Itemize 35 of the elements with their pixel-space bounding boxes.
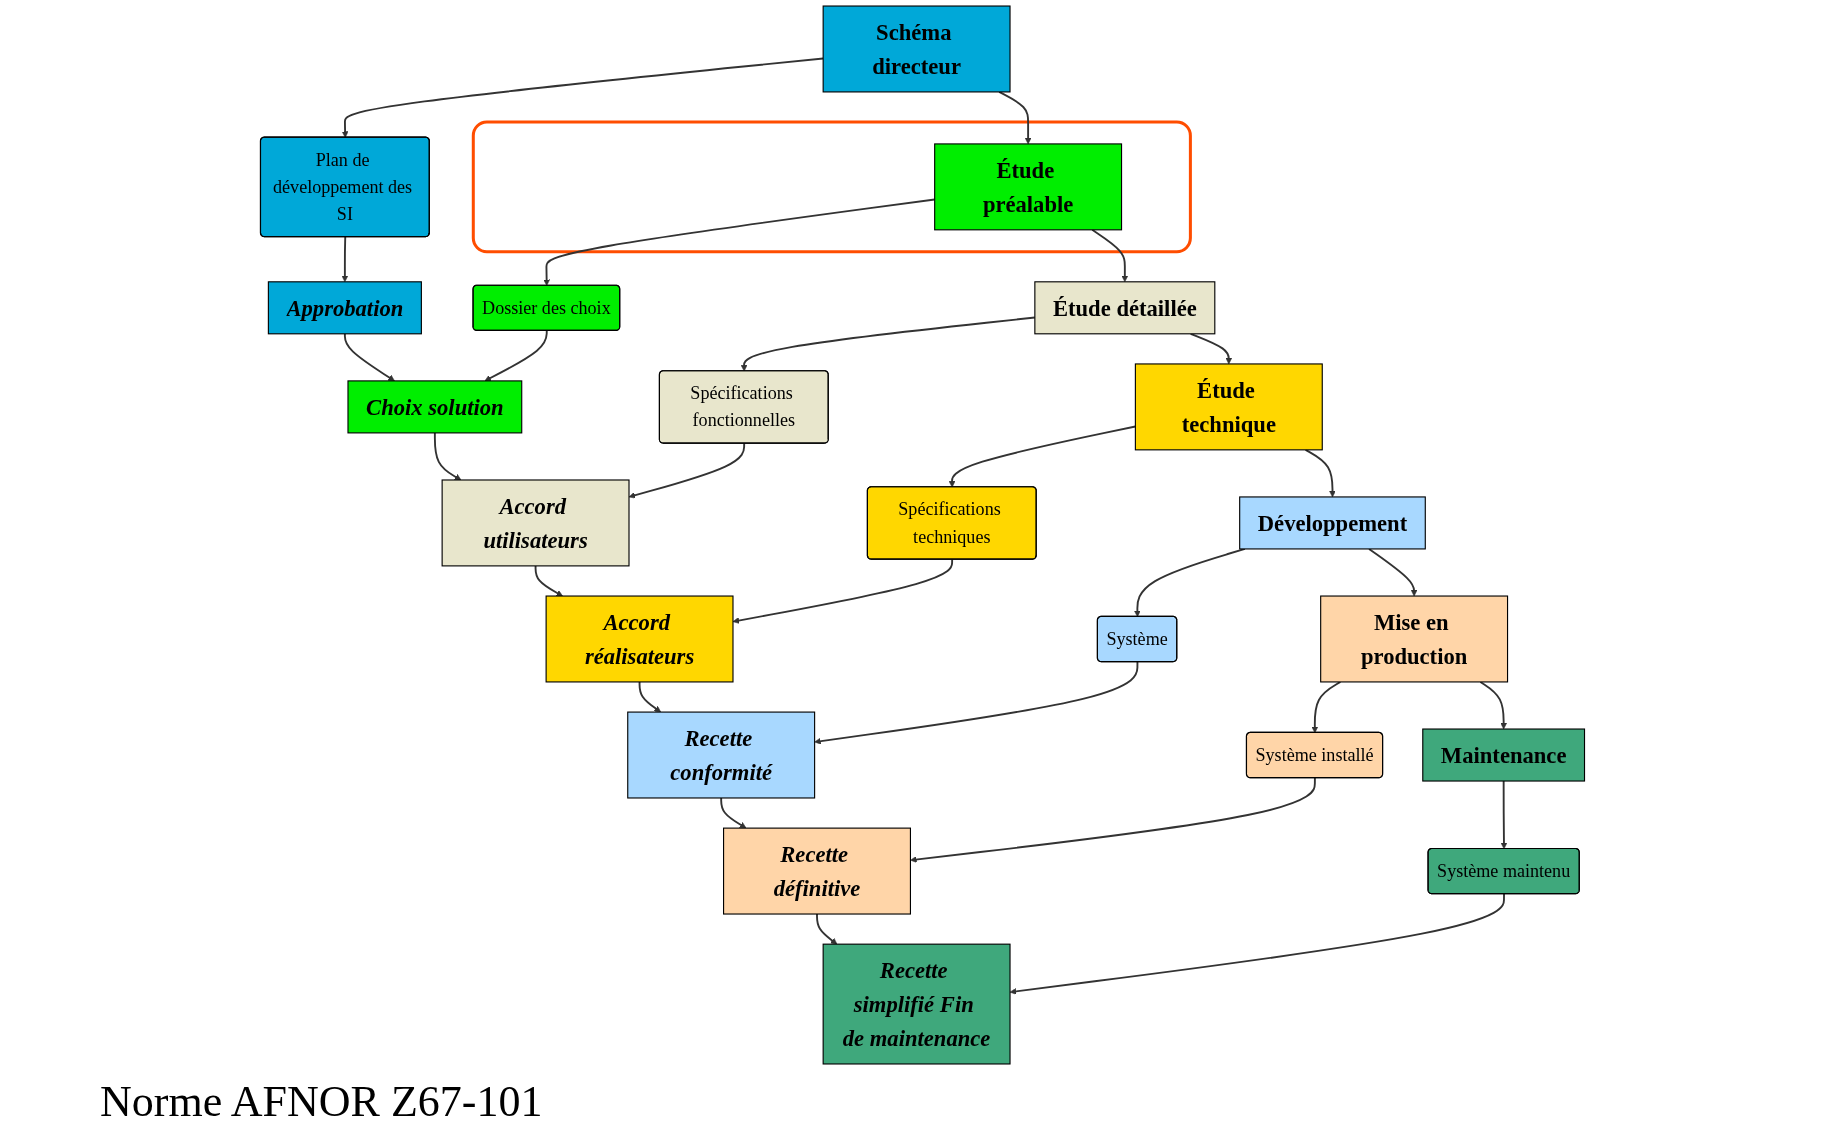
arrow <box>1189 332 1233 365</box>
arrow <box>720 797 747 829</box>
arrow <box>433 431 462 481</box>
arrow <box>814 661 1139 745</box>
node-box: Recette définitive <box>723 827 911 915</box>
arrow <box>1134 548 1246 618</box>
arrow <box>998 91 1032 145</box>
arrow <box>484 329 548 382</box>
standard-note: Norme AFNOR Z67-101 <box>100 1076 543 1127</box>
node-box: Choix solution <box>347 380 523 434</box>
node-box: Mise en production <box>1320 595 1509 683</box>
node-box: Recette simplifié Fin de maintenance <box>822 943 1011 1065</box>
arrow <box>732 558 954 624</box>
node-box: Développement <box>1239 496 1426 550</box>
arrow <box>1368 548 1418 597</box>
arrow <box>343 332 395 382</box>
node-box: Recette conformité <box>627 711 816 799</box>
node-box: Étude détaillée <box>1034 281 1216 335</box>
arrow <box>1479 681 1507 730</box>
arrow <box>534 564 563 597</box>
cluster <box>471 120 1192 254</box>
arrow <box>910 777 1316 863</box>
node-box: Étude technique <box>1134 363 1323 451</box>
arrow <box>1091 228 1129 283</box>
node-box: Accord utilisateurs <box>441 479 630 567</box>
arrow <box>341 236 349 283</box>
node-box: Étude préalable <box>934 143 1123 231</box>
node-box: Maintenance <box>1422 728 1586 782</box>
arrow <box>1304 448 1336 498</box>
arrow <box>816 913 838 945</box>
arrow <box>638 681 662 713</box>
arrow <box>1500 780 1508 850</box>
node-box: Schéma directeur <box>822 5 1011 93</box>
node-box: Accord réalisateurs <box>545 595 734 683</box>
arrow <box>1311 681 1342 734</box>
